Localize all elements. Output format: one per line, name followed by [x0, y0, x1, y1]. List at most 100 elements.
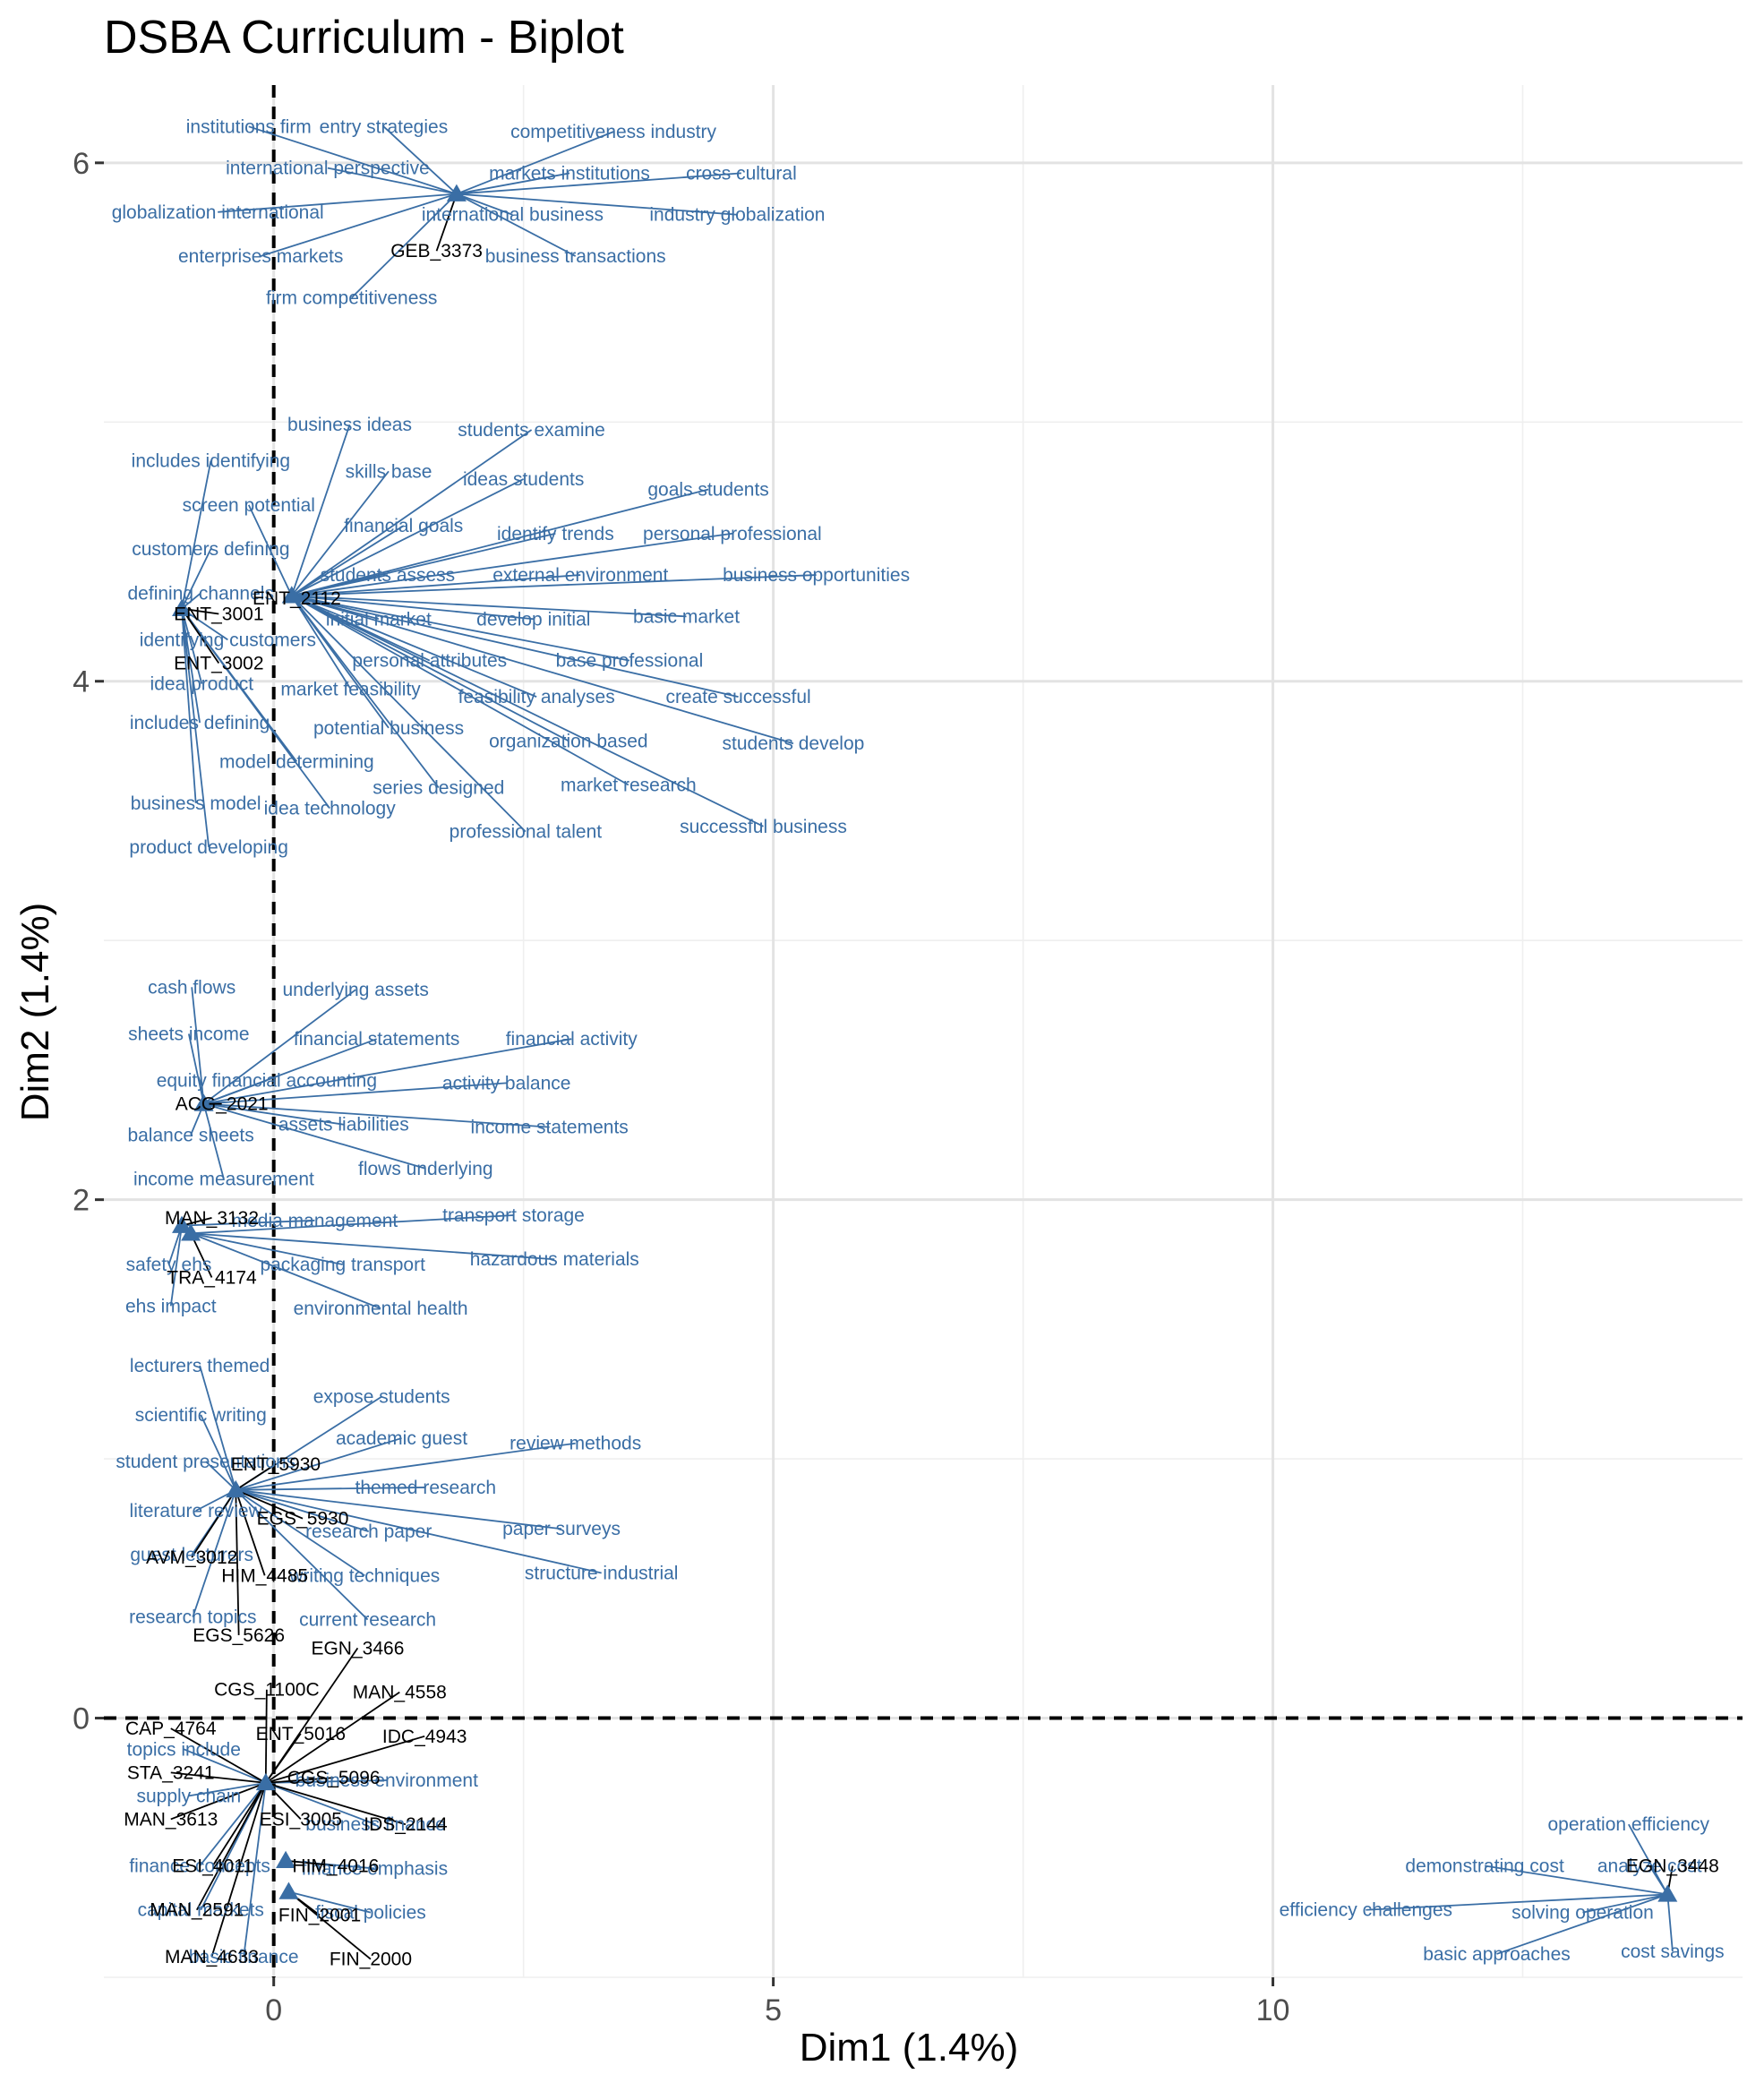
leader-line [291, 470, 390, 596]
leader-line [235, 1442, 576, 1491]
leader-line [203, 1102, 550, 1128]
leader-line [170, 1727, 267, 1784]
leader-line [291, 595, 764, 827]
word-label: series designed [372, 777, 504, 798]
course-marker [172, 1215, 193, 1233]
leader-line [235, 1489, 304, 1520]
word-label: globalization international [112, 202, 324, 223]
word-label: cash flows [148, 977, 235, 998]
word-label: organization based [489, 731, 647, 751]
course-label: MAN_4558 [353, 1683, 447, 1703]
word-label: underlying assets [282, 980, 428, 1000]
leader-line [235, 1437, 402, 1491]
leader-line [291, 574, 817, 597]
word-label: identifying customers [140, 630, 316, 650]
word-label: firm competitiveness [266, 287, 437, 308]
word-label: environmental health [294, 1299, 468, 1319]
word-label: supply chain [136, 1786, 241, 1806]
word-label: lecturers themed [130, 1356, 270, 1376]
course-label: MAN_4633 [165, 1947, 259, 1967]
course-marker [172, 598, 193, 616]
leader-line [291, 595, 687, 618]
course-label: ESI_4011 [172, 1856, 253, 1877]
course-label: GEB_3373 [390, 241, 483, 261]
leader-line [190, 1232, 343, 1265]
word-label: financial statements [294, 1029, 460, 1050]
leader-line [191, 1232, 555, 1261]
leader-line [456, 193, 513, 216]
word-label: cost savings [1621, 1941, 1725, 1962]
course-marker [276, 1850, 296, 1868]
word-label: review methods [510, 1434, 641, 1454]
leader-line [291, 488, 709, 597]
leader-line [456, 193, 738, 216]
y-tick-label: 0 [73, 1702, 90, 1736]
leader-line [1666, 1894, 1674, 1952]
word-label: base professional [556, 651, 704, 672]
word-label: equity financial accounting [157, 1070, 377, 1091]
course-markers [172, 184, 1678, 1902]
course-marker [193, 1093, 214, 1111]
leader-line [181, 548, 212, 610]
leader-line [235, 1463, 277, 1491]
leader-line [200, 1414, 237, 1491]
word-label: idea technology [264, 799, 397, 819]
leader-line [203, 1038, 572, 1105]
word-label: analyze cost [1597, 1856, 1702, 1877]
x-tick-label: 0 [265, 1993, 282, 2027]
leader-line [235, 1489, 240, 1635]
course-label: EGS_5930 [257, 1509, 349, 1530]
word-label: safety ehs [126, 1255, 212, 1275]
leader-line [291, 595, 739, 698]
leader-line [210, 1782, 267, 1958]
leader-line [181, 608, 330, 810]
course-label: IDS_2144 [364, 1814, 448, 1835]
word-label: identify trends [497, 524, 614, 544]
word-label: financial goals [344, 516, 463, 536]
leader-line [291, 595, 352, 690]
course-label: CAP_4764 [125, 1719, 217, 1739]
leader-line [248, 125, 458, 195]
word-label: students develop [723, 733, 865, 754]
leader-line [291, 595, 534, 621]
leader-line [187, 1033, 205, 1104]
leader-line [456, 172, 570, 195]
leader-line [265, 1777, 334, 1784]
word-label: entry strategies [320, 116, 449, 137]
leader-line [265, 1782, 407, 1826]
leader-line [291, 574, 389, 597]
word-label: business transactions [485, 246, 666, 267]
leader-line [456, 193, 577, 257]
leader-line [192, 1489, 237, 1617]
leader-line [291, 595, 537, 698]
word-label: professional talent [450, 822, 603, 843]
leader-line [247, 504, 293, 596]
word-label: students assess [321, 565, 456, 586]
leader-line [235, 1489, 365, 1577]
word-label: efficiency challenges [1280, 1900, 1452, 1921]
word-label: finance emphasis [302, 1858, 448, 1879]
leader-line [265, 1691, 400, 1784]
word-label: assets liabilities [278, 1115, 409, 1136]
word-label: financial activity [506, 1029, 638, 1050]
leader-lines [167, 125, 1674, 1960]
word-label: customers defining [132, 539, 289, 560]
leader-line [203, 1102, 344, 1126]
word-label: activity balance [442, 1073, 571, 1093]
leader-line [191, 1489, 237, 1558]
reference-lines [104, 85, 1743, 1977]
leader-line [327, 167, 458, 195]
word-label: external environment [492, 565, 668, 586]
word-label: includes defining [130, 713, 270, 733]
word-label: writing techniques [288, 1565, 440, 1586]
word-label: current research [299, 1610, 436, 1631]
word-label: topics include [127, 1739, 241, 1760]
course-label: AVM_3012 [146, 1547, 237, 1568]
word-label: capital markets [138, 1900, 264, 1921]
course-label: ESI_3005 [260, 1809, 342, 1830]
course-label: ENT_5016 [256, 1724, 346, 1744]
course-label: ENT_3002 [174, 653, 263, 673]
leader-line [183, 1748, 267, 1784]
leader-line [235, 1487, 426, 1491]
